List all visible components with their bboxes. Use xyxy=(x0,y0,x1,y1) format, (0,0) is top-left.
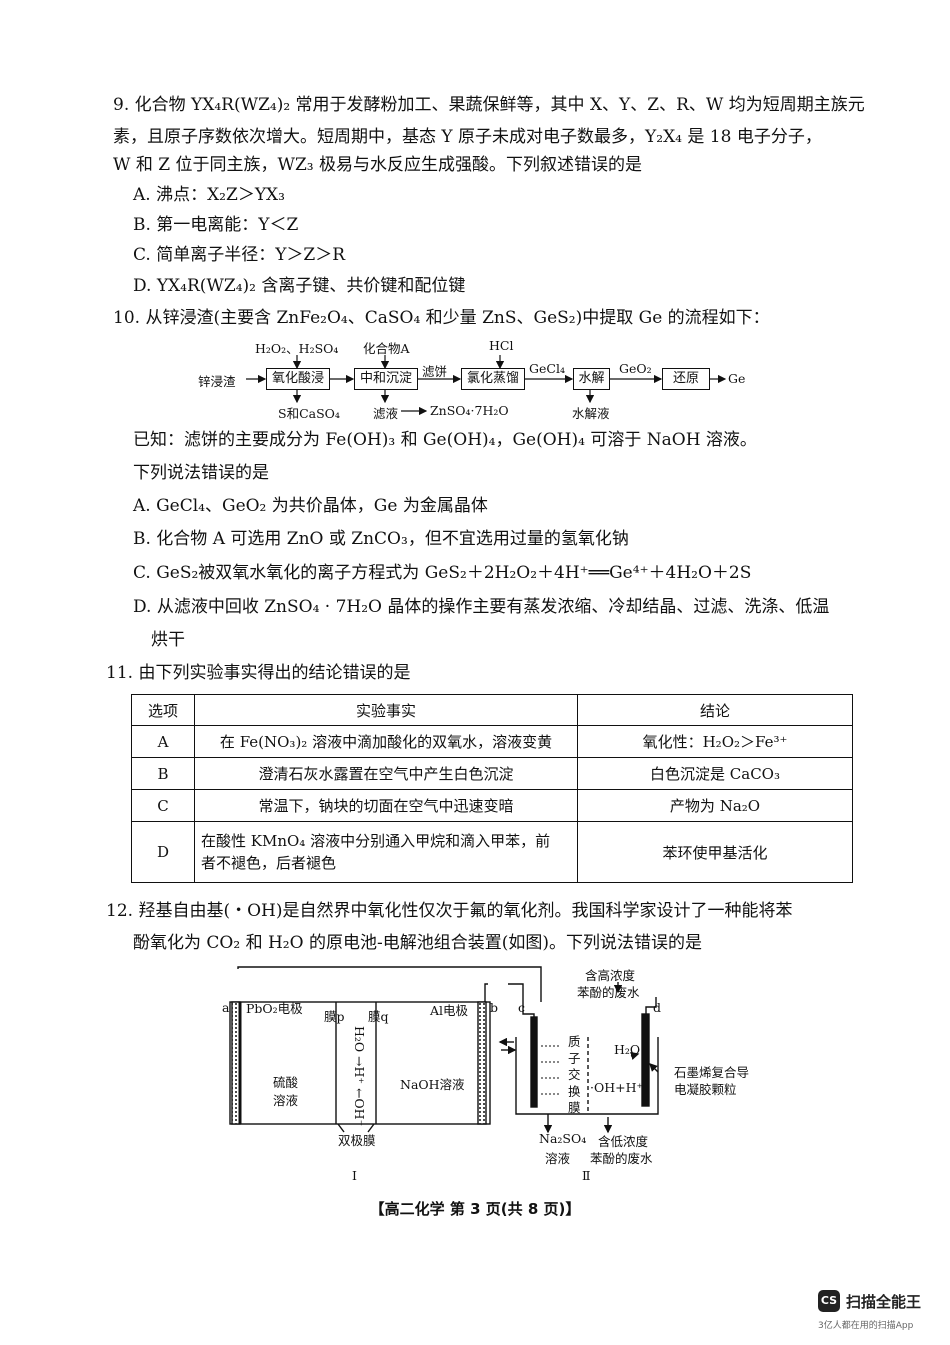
cell-conclusion: 氧化性：H₂O₂＞Fe³⁺ xyxy=(577,725,853,758)
terminal-b-label: b xyxy=(490,1000,499,1015)
q11-stem: 11. 由下列实验事实得出的结论错误的是 xyxy=(106,663,411,683)
q10-option-d-cont: 烘干 xyxy=(151,630,185,650)
q10-known-line1: 已知：滤饼的主要成分为 Fe(OH)₃ 和 Ge(OH)₄，Ge(OH)₄ 可溶… xyxy=(133,430,757,450)
pem-char-4: 换 xyxy=(568,1083,581,1099)
flow-end: Ge xyxy=(728,371,746,386)
device-drawing xyxy=(229,966,659,1134)
low-phenol-label-2: 苯酚的废水 xyxy=(590,1151,653,1166)
high-phenol-label-2: 苯酚的废水 xyxy=(577,985,640,1000)
q9-option-b: B. 第一电离能：Y＜Z xyxy=(133,215,299,235)
flow-output-1: S和CaSO₄ xyxy=(278,406,340,421)
page-footer: 【高二化学 第 3 页(共 8 页)】 xyxy=(369,1200,581,1218)
na2so4-label-2: 溶液 xyxy=(545,1151,571,1166)
q11-experiment-table: 选项 实验事实 结论 A 在 Fe(NO₃)₂ 溶液中滴加酸化的双氧水，溶液变黄… xyxy=(131,694,853,883)
flow-reagent-2: 化合物A xyxy=(363,341,410,356)
flow-box-chlorination: 氯化蒸馏 xyxy=(461,368,525,390)
cell-fact-line1: 在酸性 KMnO₄ 溶液中分别通入甲烷和滴入甲苯，前 xyxy=(201,832,551,850)
camscanner-logo-icon: CS xyxy=(818,1290,840,1312)
bipolar-membrane-label: 双极膜 xyxy=(338,1133,376,1148)
camscanner-name: 扫描全能王 xyxy=(846,1293,922,1311)
cell-fact: 常温下，钠块的切面在空气中迅速变暗 xyxy=(194,789,578,822)
flow-arrows xyxy=(246,355,727,416)
sulfuric-acid-label-1: 硫酸 xyxy=(273,1075,299,1090)
table-row: B 澄清石灰水露置在空气中产生白色沉淀 白色沉淀是 CaCO₃ xyxy=(131,757,853,790)
bipolar-ions-label: →H⁺ ←OH⁻ xyxy=(352,1056,367,1127)
table-header-row: 选项 实验事实 结论 xyxy=(131,694,853,726)
table-row: A 在 Fe(NO₃)₂ 溶液中滴加酸化的双氧水，溶液变黄 氧化性：H₂O₂＞F… xyxy=(131,725,853,758)
q9-option-d: D. YX₄R(WZ₄)₂ 含离子键、共价键和配位键 xyxy=(133,276,466,296)
h2o-reactant-label: H₂O xyxy=(614,1042,641,1057)
q12-stem-line1: 12. 羟基自由基(・OH)是自然界中氧化性仅次于氟的氧化剂。我国科学家设计了一… xyxy=(106,901,793,921)
naoh-solution-label: NaOH溶液 xyxy=(400,1077,465,1092)
cell-option: A xyxy=(131,725,195,758)
q10-option-b: B. 化合物 A 可选用 ZnO 或 ZnCO₃，但不宜选用过量的氢氧化钠 xyxy=(133,529,629,549)
flow-output-3: ZnSO₄·7H₂O xyxy=(430,403,509,418)
table-row: C 常温下，钠块的切面在空气中迅速变暗 产物为 Na₂O xyxy=(131,789,853,822)
bipolar-h2o-label: H₂O xyxy=(352,1026,367,1053)
q9-option-a: A. 沸点：X₂Z＞YX₃ xyxy=(133,185,285,205)
flow-output-2: 滤液 xyxy=(373,406,399,421)
pbo2-electrode-label: PbO₂电极 xyxy=(246,1001,303,1016)
proton-exchange-membrane-label: 质 子 交 换 膜 xyxy=(568,1034,581,1117)
camscanner-tagline: 3亿人都在用的扫描App xyxy=(818,1321,914,1331)
membrane-q-label: 膜q xyxy=(368,1009,389,1024)
cell-conclusion: 苯环使甲基活化 xyxy=(577,821,853,883)
high-phenol-label-1: 含高浓度 xyxy=(585,968,636,983)
flow-between-1: 滤饼 xyxy=(422,364,448,379)
q12-stem-line2: 酚氧化为 CO₂ 和 H₂O 的原电池-电解池组合装置(如图)。下列说法错误的是 xyxy=(133,933,702,953)
q10-known-line2: 下列说法错误的是 xyxy=(133,463,269,483)
pem-char-2: 子 xyxy=(568,1050,581,1066)
terminal-d-label: d xyxy=(653,1000,662,1015)
flow-reagent-3: HCl xyxy=(489,338,514,353)
flow-output-4: 水解液 xyxy=(572,406,610,421)
membrane-p-label: 膜p xyxy=(324,1009,345,1024)
cell-I-label: Ⅰ xyxy=(352,1168,357,1183)
terminal-a-label: a xyxy=(222,1000,230,1015)
pem-char-5: 膜 xyxy=(568,1100,581,1115)
q9-option-c: C. 简单离子半径：Y＞Z＞R xyxy=(133,245,346,265)
cell-fact: 在 Fe(NO₃)₂ 溶液中滴加酸化的双氧水，溶液变黄 xyxy=(194,725,578,758)
cell-option: D xyxy=(131,821,195,883)
header-fact: 实验事实 xyxy=(194,694,578,726)
q10-option-c: C. GeS₂被双氧水氧化的离子方程式为 GeS₂＋2H₂O₂＋4H⁺══Ge⁴… xyxy=(133,563,752,583)
graphene-label-1: 石墨烯复合导 xyxy=(674,1065,750,1080)
pem-char-1: 质 xyxy=(568,1034,581,1049)
q10-option-d: D. 从滤液中回收 ZnSO₄ · 7H₂O 晶体的操作主要有蒸发浓缩、冷却结晶… xyxy=(133,597,830,617)
flow-box-neutralization: 中和沉淀 xyxy=(354,368,418,390)
sulfuric-acid-label-2: 溶液 xyxy=(273,1093,299,1108)
graphene-label-2: 电凝胶颗粒 xyxy=(674,1082,737,1097)
cell-option: C xyxy=(131,789,195,822)
q10-option-a: A. GeCl₄、GeO₂ 为共价晶体，Ge 为金属晶体 xyxy=(133,496,488,516)
header-option: 选项 xyxy=(131,694,195,726)
q9-stem-line1: 9. 化合物 YX₄R(WZ₄)₂ 常用于发酵粉加工、果蔬保鲜等，其中 X、Y、… xyxy=(113,95,865,115)
cell-conclusion: 白色沉淀是 CaCO₃ xyxy=(577,757,853,790)
flow-start: 锌浸渣 xyxy=(198,374,236,389)
flow-between-2: GeCl₄ xyxy=(529,361,565,376)
table-row: D 在酸性 KMnO₄ 溶液中分别通入甲烷和滴入甲苯，前者不褪色，后者褪色 苯环… xyxy=(131,821,853,883)
header-conclusion: 结论 xyxy=(577,694,853,726)
na2so4-label-1: Na₂SO₄ xyxy=(539,1131,587,1146)
pem-char-3: 交 xyxy=(568,1067,581,1082)
flow-between-3: GeO₂ xyxy=(619,361,652,376)
q10-stem: 10. 从锌浸渣(主要含 ZnFe₂O₄、CaSO₄ 和少量 ZnS、GeS₂)… xyxy=(113,308,770,328)
cell-fact: 澄清石灰水露置在空气中产生白色沉淀 xyxy=(194,757,578,790)
q9-stem-line2: 素，且原子序数依次增大。短周期中，基态 Y 原子未成对电子数最多，Y₂X₄ 是 … xyxy=(113,127,822,147)
flow-box-hydrolysis: 水解 xyxy=(573,368,610,390)
cell-II-label: Ⅱ xyxy=(582,1168,591,1183)
cell-fact: 在酸性 KMnO₄ 溶液中分别通入甲烷和滴入甲苯，前者不褪色，后者褪色 xyxy=(194,821,578,883)
q9-stem-line3: W 和 Z 位于同主族，WZ₃ 极易与水反应生成强酸。下列叙述错误的是 xyxy=(113,155,642,175)
cell-conclusion: 产物为 Na₂O xyxy=(577,789,853,822)
cell-option: B xyxy=(131,757,195,790)
al-electrode-label: Al电极 xyxy=(430,1003,469,1018)
cell-fact-line2: 者不褪色，后者褪色 xyxy=(201,854,337,872)
low-phenol-label-1: 含低浓度 xyxy=(598,1134,649,1149)
flow-box-oxidative-leaching: 氧化酸浸 xyxy=(266,368,330,390)
flow-reagent-1: H₂O₂、H₂SO₄ xyxy=(255,341,339,356)
flow-box-reduction: 还原 xyxy=(662,368,710,390)
oh-h-product-label: ·OH+H⁺ xyxy=(590,1080,644,1095)
terminal-c-label: c xyxy=(518,1000,526,1015)
